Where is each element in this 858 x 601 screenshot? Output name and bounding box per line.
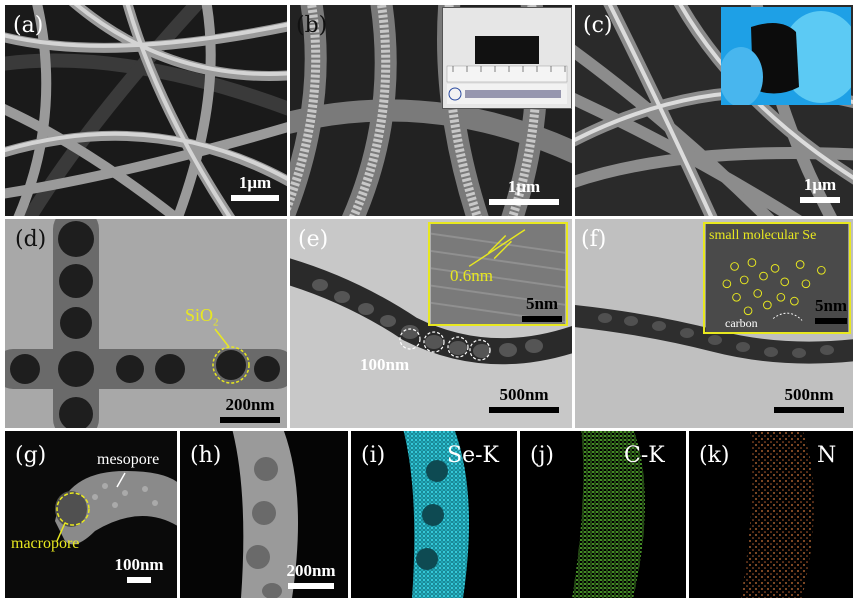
element-label: C-K — [624, 443, 665, 468]
panel-b-sem: (b) 1μm — [290, 5, 572, 216]
panel-k-n-map: (k) N — [689, 431, 853, 598]
panel-label: (f) — [581, 227, 607, 252]
panel-f-tem: small molecular Se carbon 5nm (f) 500nm — [575, 219, 853, 428]
se-elemental-map — [351, 431, 517, 598]
panel-label: (a) — [13, 13, 44, 38]
scale-bar-label: 1μm — [803, 175, 837, 194]
n-elemental-map — [689, 431, 853, 598]
sio2-text: SiO — [185, 305, 214, 325]
sio2-label: SiO2 — [185, 305, 219, 329]
hrtem-inset: 0.6nm 5nm — [428, 222, 568, 326]
panel-c-sem: (c) 1μm — [575, 5, 853, 216]
panel-label: (d) — [15, 227, 47, 252]
panel-d-tem: SiO2 (d) 200nm — [5, 219, 287, 428]
scale-bar-label: 500nm — [784, 385, 834, 404]
panel-j-c-map: (j) C-K — [520, 431, 686, 598]
pore-size-label: 100nm — [360, 355, 410, 374]
stem-fiber-tip-image — [5, 431, 177, 598]
scale-bar: 1μm — [488, 177, 560, 205]
scale-bar: 500nm — [773, 385, 845, 413]
scale-bar-label: 100nm — [114, 555, 164, 574]
panel-i-se-map: (i) Se-K — [351, 431, 517, 598]
scale-bar: 200nm — [217, 395, 283, 423]
scale-bar: 1μm — [230, 173, 280, 201]
scale-bar: 200nm — [276, 561, 346, 589]
inset-scale-bar-label: 5nm — [814, 296, 848, 315]
sio2-subscript: 2 — [213, 316, 219, 329]
stem-fiber-image — [180, 431, 348, 598]
inset-title: small molecular Se — [709, 228, 817, 243]
scale-bar-label: 500nm — [499, 385, 549, 404]
panel-label: (g) — [15, 443, 47, 468]
panel-label: (h) — [190, 443, 222, 468]
mesopore-label: mesopore — [97, 451, 160, 468]
panel-e-tem: 0.6nm 5nm 100nm (e) 500nm — [290, 219, 572, 428]
scale-bar-label: 200nm — [286, 561, 336, 580]
lattice-spacing-label: 0.6nm — [450, 266, 493, 285]
scale-bar: 500nm — [488, 385, 560, 413]
panel-label: (c) — [583, 13, 613, 38]
sem-fibers-image — [5, 5, 287, 216]
panel-label: (j) — [530, 443, 554, 468]
inset-scale-bar: 5nm — [520, 294, 564, 322]
macropore-label: macropore — [11, 535, 80, 552]
inset-scale-bar: 5nm — [813, 296, 849, 324]
scale-bar-label: 1μm — [507, 177, 541, 196]
panel-label: (k) — [699, 443, 730, 468]
panel-label: (i) — [361, 443, 386, 468]
scale-bar-label: 200nm — [225, 395, 275, 414]
scale-bar: 1μm — [795, 175, 845, 203]
scale-bar: 100nm — [105, 555, 173, 583]
panel-label: (e) — [298, 227, 329, 252]
panel-h-stem: (h) 200nm — [180, 431, 348, 598]
small-molecular-se-inset: small molecular Se carbon 5nm — [703, 222, 851, 334]
inset-scale-bar-label: 5nm — [525, 294, 559, 313]
tem-fibers-image — [5, 219, 287, 428]
bent-film-photo-inset — [721, 7, 851, 105]
sample-photo-inset — [442, 7, 572, 109]
carbon-label: carbon — [725, 316, 758, 330]
panel-label: (b) — [296, 13, 328, 38]
panel-a-sem: (a) 1μm — [5, 5, 287, 216]
c-elemental-map — [520, 431, 686, 598]
scale-bar-label: 1μm — [238, 173, 272, 192]
element-label: Se-K — [447, 443, 499, 468]
element-label: N — [817, 443, 837, 468]
panel-g-stem: mesopore macropore (g) 100nm — [5, 431, 177, 598]
